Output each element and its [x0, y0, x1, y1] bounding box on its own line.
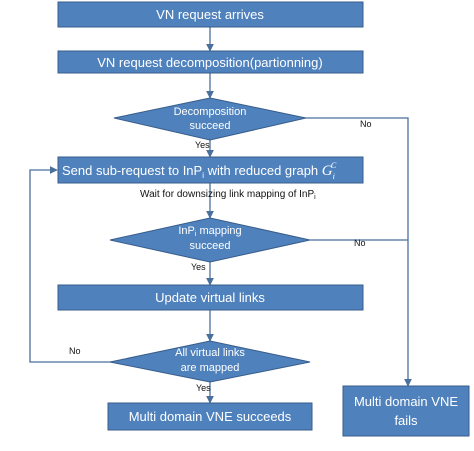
- all-links-decision-line1: All virtual links: [175, 347, 245, 359]
- no-label-inp: No: [354, 238, 366, 248]
- update-links-box: Update virtual links: [57, 284, 364, 311]
- inp-mapping-decision-line1: InPi mapping: [178, 225, 241, 238]
- vne-succeeds-text: Multi domain VNE succeeds: [129, 409, 292, 424]
- send-subrequest-box: Send sub-request to InPi with reduced gr…: [57, 156, 364, 184]
- arrow-decomposition-no-to-fails: [306, 117, 412, 387]
- vn-request-arrives-text: VN request arrives: [156, 7, 264, 22]
- inp-mapping-decision: InPi mapping succeed: [109, 217, 311, 263]
- wait-label: Wait for downsizing link mapping of InPi: [140, 189, 316, 201]
- vne-fails-box: Multi domain VNE fails: [342, 385, 470, 437]
- update-links-text: Update virtual links: [155, 290, 265, 305]
- vne-fails-text-line2: fails: [394, 413, 418, 428]
- decomposition-decision-line2: succeed: [190, 120, 231, 132]
- vne-fails-text-line1: Multi domain VNE: [354, 394, 458, 409]
- all-links-decision: All virtual links are mapped: [109, 340, 311, 383]
- send-subrequest-text: Send sub-request to InPi with reduced gr…: [62, 161, 337, 181]
- no-label-all-links: No: [69, 346, 81, 356]
- yes-label-inp: Yes: [191, 262, 206, 272]
- all-links-decision-line2: are mapped: [181, 362, 240, 374]
- vn-request-arrives-box: VN request arrives: [57, 1, 364, 28]
- no-label-decomposition: No: [360, 119, 372, 129]
- connectors: [29, 27, 412, 404]
- inp-mapping-decision-line2: succeed: [190, 240, 231, 252]
- vne-succeeds-box: Multi domain VNE succeeds: [107, 402, 313, 431]
- decomposition-decision: Decomposition succeed: [113, 97, 307, 141]
- yes-label-decomposition: Yes: [195, 140, 210, 150]
- decomposition-box: VN request decomposition(partionning): [57, 50, 364, 74]
- decomposition-text: VN request decomposition(partionning): [97, 55, 322, 70]
- yes-label-all-links: Yes: [196, 383, 211, 393]
- arrow-all-links-no-loop-back: [29, 166, 112, 363]
- decomposition-decision-line1: Decomposition: [174, 106, 247, 118]
